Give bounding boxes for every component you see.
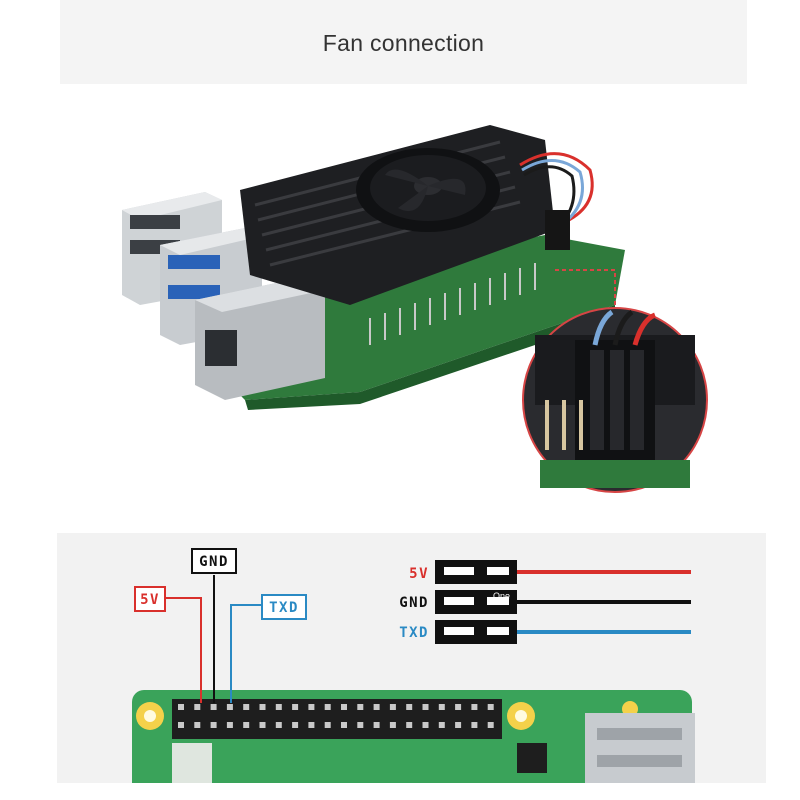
wire-txd bbox=[230, 604, 262, 703]
gpio-pin bbox=[259, 704, 266, 710]
gpio-pin bbox=[210, 722, 217, 728]
header-banner: Fan connection bbox=[60, 0, 747, 84]
gpio-pin bbox=[487, 704, 494, 710]
gpio-pin bbox=[422, 722, 429, 728]
gpio-pin bbox=[275, 704, 282, 710]
gpio-pin bbox=[455, 722, 462, 728]
gpio-pin bbox=[373, 704, 380, 710]
gpio-pin bbox=[292, 704, 299, 710]
legend-txd-label: TXD bbox=[399, 625, 429, 641]
txd-label-box bbox=[261, 594, 307, 620]
gpio-pin bbox=[422, 704, 429, 710]
gpio-pin bbox=[178, 704, 184, 710]
gpio-pin bbox=[243, 704, 250, 710]
legend-5v-label: 5V bbox=[409, 566, 429, 582]
gpio-pin bbox=[226, 722, 233, 728]
five-v-label: 5V bbox=[140, 592, 160, 608]
gpio-pin bbox=[210, 704, 217, 710]
gpio-pin bbox=[373, 722, 380, 728]
gpio-pin-grid bbox=[178, 704, 494, 728]
gpio-pin bbox=[438, 704, 445, 710]
gpio-pin bbox=[194, 722, 201, 728]
five-v-label-box bbox=[134, 586, 166, 612]
gpio-pin bbox=[341, 704, 347, 710]
gpio-pin bbox=[357, 704, 364, 710]
connector-note: One bbox=[493, 591, 510, 601]
page-title: Fan connection bbox=[322, 30, 485, 56]
leader-line bbox=[555, 269, 616, 315]
wire-5v bbox=[165, 597, 202, 703]
gpio-pin bbox=[308, 704, 315, 710]
gpio-pin bbox=[438, 722, 445, 728]
fan-connector bbox=[545, 210, 570, 250]
gpio-pin bbox=[324, 722, 331, 728]
gpio-pin bbox=[406, 722, 413, 728]
ethernet-port-icon bbox=[195, 278, 325, 400]
gpio-pin bbox=[324, 704, 331, 710]
gpio-pin bbox=[178, 722, 184, 728]
gpio-pin bbox=[308, 722, 315, 728]
raspberry-pi-board-photo-icon bbox=[122, 125, 708, 493]
gpio-pin bbox=[455, 704, 462, 710]
gnd-label-box bbox=[191, 548, 237, 574]
gpio-pin bbox=[194, 704, 201, 710]
gpio-header bbox=[172, 699, 502, 739]
heatsink-fan-icon bbox=[240, 125, 555, 305]
legend-gnd-label: GND bbox=[399, 595, 429, 611]
gpio-pin bbox=[389, 704, 396, 710]
gpio-pin bbox=[243, 722, 250, 728]
usb-connector bbox=[585, 713, 695, 783]
gpio-pin bbox=[406, 704, 413, 710]
gpio-pin bbox=[341, 722, 347, 728]
gpio-pin bbox=[259, 722, 266, 728]
gpio-pin bbox=[471, 704, 478, 710]
gnd-label: GND bbox=[199, 554, 229, 570]
cable-connector-icon bbox=[435, 560, 517, 644]
gpio-pin bbox=[275, 722, 282, 728]
gpio-pin bbox=[471, 722, 478, 728]
wiring-diagram: GND 5V TXD 5V GND TXD One bbox=[57, 533, 766, 783]
zoom-inset-connector-icon bbox=[522, 307, 708, 493]
gpio-pin bbox=[226, 704, 233, 710]
wiring-diagram-svg: GND 5V TXD 5V GND TXD One bbox=[132, 548, 695, 783]
gpio-pins bbox=[369, 263, 536, 345]
txd-label: TXD bbox=[269, 600, 299, 616]
gpio-pin bbox=[292, 722, 299, 728]
gpio-pin bbox=[357, 722, 364, 728]
gpio-pin bbox=[487, 722, 494, 728]
board-photo bbox=[0, 84, 800, 504]
gpio-pin bbox=[389, 722, 396, 728]
